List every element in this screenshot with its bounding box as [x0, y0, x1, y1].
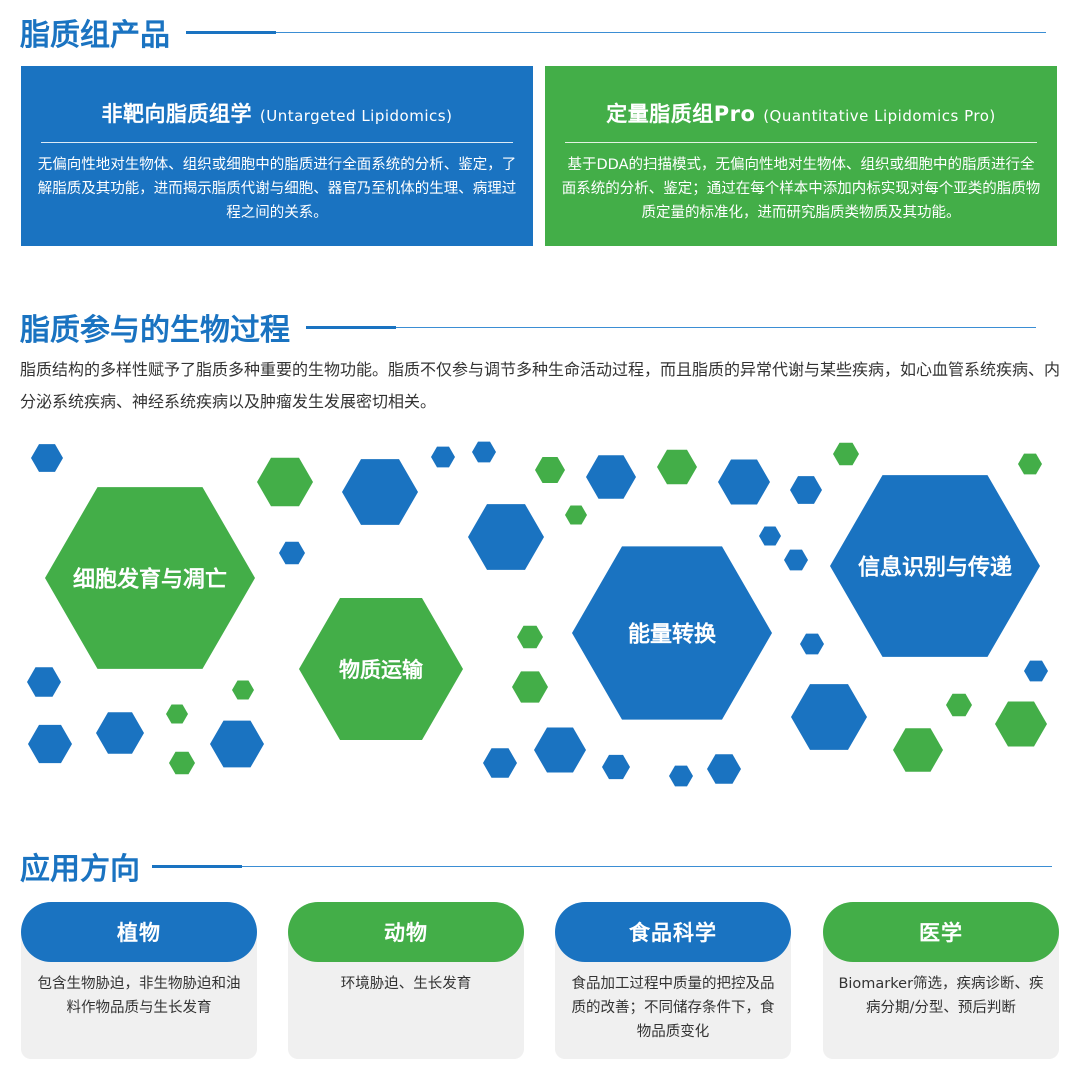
application-label: 医学 [823, 902, 1059, 962]
application-label: 植物 [21, 902, 257, 962]
decorative-hexagon [565, 505, 587, 525]
decorative-hexagon [472, 441, 496, 463]
decorative-hexagon [995, 701, 1047, 747]
decorative-hexagon [257, 457, 313, 507]
decorative-hexagon [657, 449, 697, 485]
card-divider [41, 142, 513, 143]
card-title: 定量脂质组Pro (Quantitative Lipidomics Pro) [545, 98, 1057, 128]
product-card-untargeted: 非靶向脂质组学 (Untargeted Lipidomics) 无偏向性地对生物… [21, 66, 533, 246]
decorative-hexagon [791, 684, 867, 750]
decorative-hexagon [96, 712, 144, 754]
section-heading: 应用方向 [20, 852, 140, 887]
title-divider [186, 30, 1046, 34]
section-title-application: 应用方向 [20, 844, 1052, 888]
decorative-hexagon [586, 455, 636, 499]
decorative-hexagon [534, 727, 586, 773]
card-title-zh: 定量脂质组Pro [606, 102, 756, 126]
decorative-hexagon [759, 526, 781, 546]
application-card-food-science: 食品科学 食品加工过程中质量的把控及品质的改善；不同储存条件下，食物品质变化 [555, 902, 791, 1059]
decorative-hexagon [602, 754, 630, 780]
process-hexagon-shape [572, 546, 772, 720]
card-title-en: (Quantitative Lipidomics Pro) [763, 107, 996, 125]
decorative-hexagon [169, 751, 195, 775]
process-intro: 脂质结构的多样性赋予了脂质多种重要的生物功能。脂质不仅参与调节多种生命活动过程，… [20, 360, 1061, 411]
decorative-hexagon [707, 754, 741, 784]
application-label: 动物 [288, 902, 524, 962]
decorative-hexagon [166, 704, 188, 724]
decorative-hexagon [1024, 660, 1048, 682]
process-hexagon-shape [830, 475, 1040, 657]
process-hexagon: 信息识别与传递 [830, 475, 1040, 657]
decorative-hexagon [893, 728, 943, 772]
process-label: 信息识别与传递 [858, 554, 1012, 580]
decorative-hexagon [800, 633, 824, 655]
decorative-hexagon [28, 724, 72, 764]
page-title: 脂质组产品 [20, 18, 170, 53]
card-description: 无偏向性地对生物体、组织或细胞中的脂质进行全面系统的分析、鉴定，了解脂质及其功能… [37, 157, 517, 221]
product-card-quantitative: 定量脂质组Pro (Quantitative Lipidomics Pro) 基… [545, 66, 1057, 246]
decorative-hexagon [790, 476, 822, 504]
decorative-hexagon [232, 680, 254, 700]
decorative-hexagon [468, 504, 544, 570]
process-hexagon: 细胞发育与凋亡 [45, 487, 255, 669]
decorative-hexagon [784, 549, 808, 571]
process-hexagon-shape [299, 598, 463, 740]
decorative-hexagon [210, 720, 264, 768]
process-label: 能量转换 [628, 621, 717, 647]
card-title-zh: 非靶向脂质组学 [101, 102, 253, 126]
decorative-hexagon [946, 693, 972, 717]
application-card-medicine: 医学 Biomarker筛选，疾病诊断、疾病分期/分型、预后判断 [823, 902, 1059, 1059]
card-title: 非靶向脂质组学 (Untargeted Lipidomics) [21, 98, 533, 128]
section-title-process: 脂质参与的生物过程 [20, 305, 1036, 349]
process-label: 物质运输 [339, 658, 424, 682]
decorative-hexagon [517, 625, 543, 649]
process-label: 细胞发育与凋亡 [73, 566, 227, 592]
title-divider [306, 325, 1036, 329]
decorative-hexagon [833, 442, 859, 466]
process-hexagon: 物质运输 [299, 598, 463, 740]
decorative-hexagon [431, 446, 455, 468]
card-title-en: (Untargeted Lipidomics) [259, 107, 453, 125]
process-hexagon: 能量转换 [572, 546, 772, 720]
decorative-hexagon [535, 457, 565, 483]
card-divider [565, 142, 1037, 143]
decorative-hexagon [669, 765, 693, 787]
decorative-hexagon [279, 541, 305, 565]
decorative-hexagon [31, 444, 63, 472]
application-card-animal: 动物 环境胁迫、生长发育 [288, 902, 524, 1059]
card-description: 基于DDA的扫描模式，无偏向性地对生物体、组织或细胞中的脂质进行全面系统的分析、… [561, 157, 1041, 221]
application-label: 食品科学 [555, 902, 791, 962]
decorative-hexagon [342, 459, 418, 525]
decorative-hexagon [512, 671, 548, 703]
application-card-plant: 植物 包含生物胁迫，非生物胁迫和油料作物品质与生长发育 [21, 902, 257, 1059]
section-title-products: 脂质组产品 [20, 10, 1046, 54]
title-divider [152, 864, 1052, 868]
process-hexagon-shape [45, 487, 255, 669]
section-heading: 脂质参与的生物过程 [20, 313, 290, 348]
decorative-hexagon [27, 667, 61, 697]
decorative-hexagon [1018, 453, 1042, 475]
decorative-hexagon [483, 748, 517, 778]
decorative-hexagon [718, 459, 770, 505]
